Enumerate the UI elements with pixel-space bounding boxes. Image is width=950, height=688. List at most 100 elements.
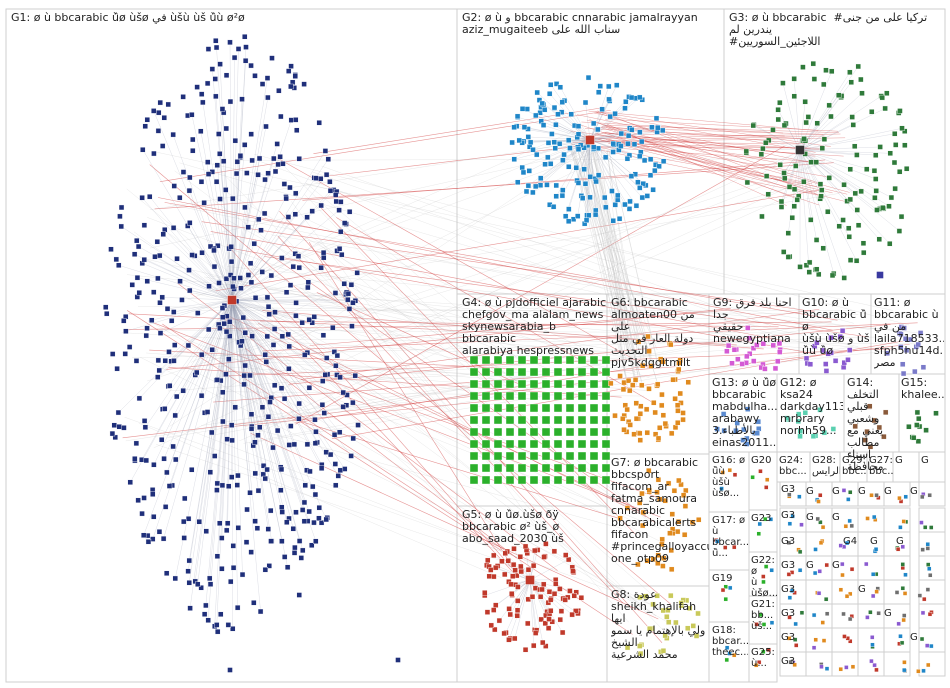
node [530, 476, 538, 484]
node [613, 111, 618, 116]
edge [800, 66, 858, 150]
node [874, 668, 878, 672]
node [293, 510, 298, 515]
node [337, 208, 342, 213]
node [861, 241, 866, 246]
node [807, 260, 812, 265]
node [293, 117, 298, 122]
node [895, 590, 899, 594]
node [723, 546, 727, 550]
node [317, 120, 322, 125]
node [305, 285, 310, 290]
minor-group-box [780, 556, 806, 580]
node [608, 381, 613, 386]
node [324, 172, 329, 177]
node [337, 430, 342, 435]
group-box-g16 [709, 452, 749, 512]
node [613, 413, 618, 418]
node [482, 452, 490, 460]
node [518, 452, 526, 460]
node [220, 483, 225, 488]
node [761, 650, 765, 654]
node [884, 91, 889, 96]
node [228, 668, 233, 673]
node [808, 362, 813, 367]
node [655, 490, 660, 495]
node [252, 440, 257, 445]
node [649, 364, 654, 369]
minor-group-grid [780, 482, 945, 676]
node [243, 58, 248, 63]
node [144, 458, 149, 463]
node [590, 392, 598, 400]
node [349, 282, 354, 287]
node [547, 589, 552, 594]
node [877, 237, 882, 242]
node [235, 473, 240, 478]
node [276, 88, 281, 93]
node [796, 146, 805, 155]
node [903, 591, 907, 595]
node [878, 144, 883, 149]
node [349, 324, 354, 329]
node [211, 248, 216, 253]
node [661, 648, 666, 653]
node [140, 195, 145, 200]
node [926, 588, 930, 592]
node [776, 117, 781, 122]
node [214, 488, 219, 493]
node [602, 416, 610, 424]
node [199, 179, 204, 184]
node [812, 77, 817, 82]
node [542, 356, 550, 364]
node [306, 280, 311, 285]
node [554, 440, 562, 448]
node [770, 127, 775, 132]
node [675, 408, 680, 413]
node [845, 594, 849, 598]
node [249, 550, 254, 555]
node [197, 519, 202, 524]
node [203, 603, 208, 608]
node [272, 326, 277, 331]
node [663, 498, 668, 503]
node [156, 128, 161, 133]
node [798, 434, 803, 439]
node [763, 140, 768, 145]
node [278, 488, 283, 493]
node [839, 544, 843, 548]
node [218, 612, 223, 617]
node [576, 180, 581, 185]
node [110, 352, 115, 357]
node [210, 347, 215, 352]
node [263, 352, 268, 357]
node [541, 123, 546, 128]
node [253, 471, 258, 476]
node [787, 636, 791, 640]
node [607, 97, 612, 102]
node [206, 327, 211, 332]
node [195, 582, 200, 587]
node [785, 416, 790, 421]
node [893, 186, 898, 191]
node [744, 149, 749, 154]
node [590, 452, 598, 460]
node [263, 476, 268, 481]
node [814, 547, 818, 551]
node [841, 365, 846, 370]
node [470, 380, 478, 388]
node [590, 404, 598, 412]
node [297, 593, 302, 598]
node [669, 548, 674, 553]
node [586, 75, 591, 80]
node [542, 368, 550, 376]
node [162, 406, 167, 411]
node [307, 385, 312, 390]
node [209, 430, 214, 435]
group-box-g22 [749, 552, 777, 596]
node [873, 177, 878, 182]
node [602, 392, 610, 400]
node [288, 283, 293, 288]
node [186, 343, 191, 348]
node [817, 591, 821, 595]
